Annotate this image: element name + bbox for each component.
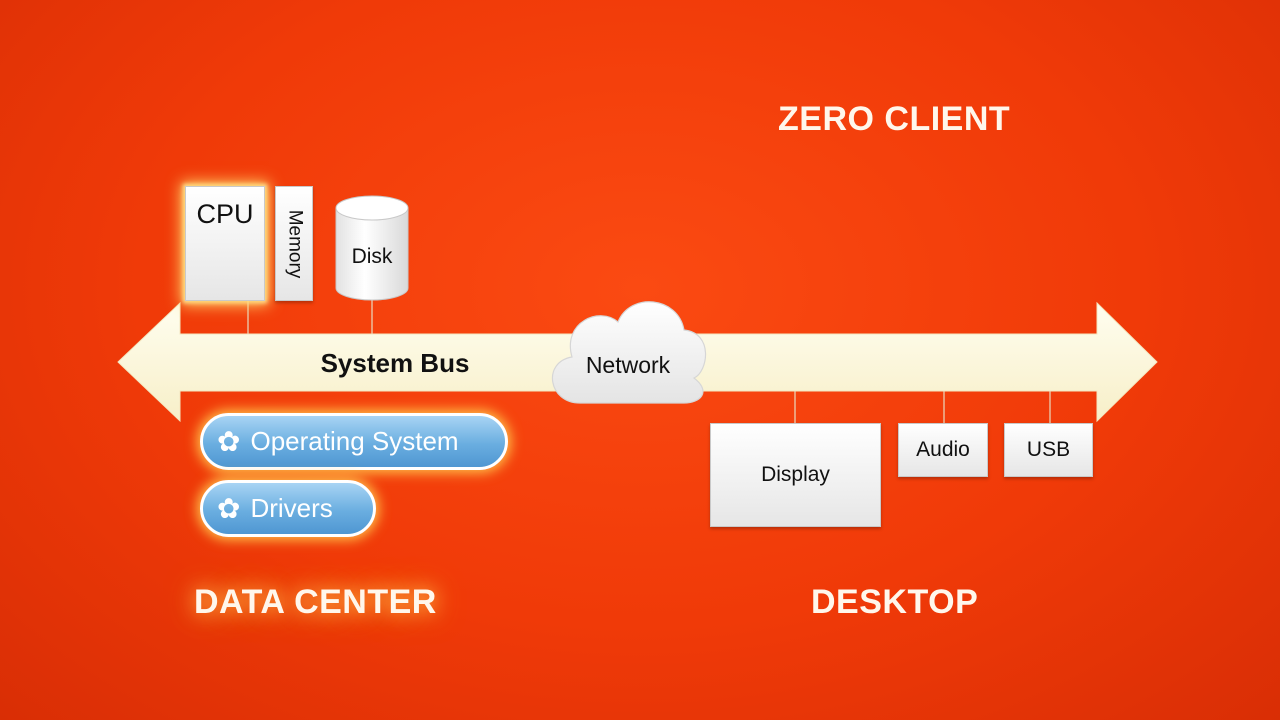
- usb-label: USB: [1026, 438, 1071, 461]
- data-center-heading: DATA CENTER: [194, 583, 437, 621]
- gear-icon: ✿: [217, 426, 241, 457]
- display-label: Display: [761, 463, 830, 486]
- disk-label: Disk: [352, 245, 393, 268]
- display-box: Display: [710, 423, 881, 527]
- drivers-pill: ✿ Drivers: [200, 480, 376, 537]
- system-bus-label: System Bus: [321, 348, 470, 378]
- zero-client-heading: ZERO CLIENT: [778, 100, 1011, 138]
- cpu-box: CPU: [185, 186, 265, 301]
- memory-box: Memory: [275, 186, 313, 301]
- operating-system-label: Operating System: [250, 426, 459, 456]
- gear-icon: ✿: [217, 493, 241, 524]
- audio-box: Audio: [898, 423, 988, 477]
- usb-box: USB: [1004, 423, 1093, 477]
- network-label: Network: [586, 352, 671, 378]
- network-cloud-icon: Network: [551, 301, 707, 404]
- audio-label: Audio: [916, 438, 970, 461]
- memory-label: Memory: [284, 209, 305, 278]
- drivers-label: Drivers: [250, 493, 333, 523]
- cpu-label: CPU: [196, 199, 254, 229]
- operating-system-pill: ✿ Operating System: [200, 413, 508, 470]
- desktop-heading: DESKTOP: [811, 583, 979, 621]
- disk-icon: Disk: [335, 195, 409, 301]
